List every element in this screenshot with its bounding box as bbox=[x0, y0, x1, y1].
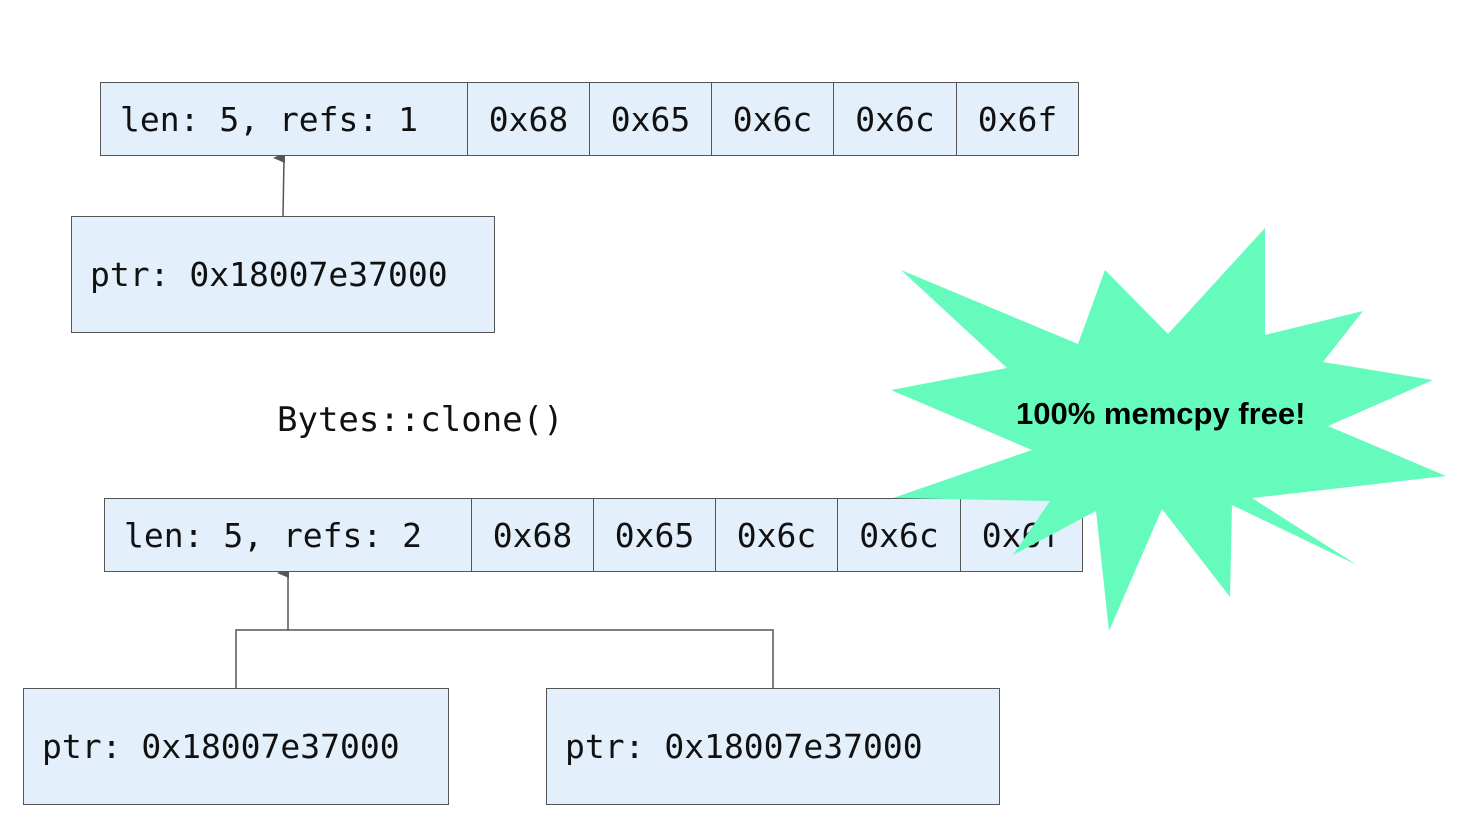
bottom-pointer-text: ptr: 0x18007e37000 bbox=[565, 727, 923, 766]
top-buffer-header-text: len: 5, refs: 1 bbox=[120, 99, 419, 139]
bottom-buffer-header-text: len: 5, refs: 2 bbox=[124, 515, 423, 555]
bottom-buffer-byte: 0x6c bbox=[715, 498, 838, 572]
top-buffer-byte-text: 0x6c bbox=[732, 99, 813, 139]
top-buffer-header: len: 5, refs: 1 bbox=[100, 82, 468, 156]
starburst-shape bbox=[891, 228, 1446, 631]
bottom-buffer-byte: 0x6c bbox=[837, 498, 961, 572]
bottom-pointers-bracket bbox=[235, 629, 774, 689]
top-pointer-text: ptr: 0x18007e37000 bbox=[90, 255, 448, 294]
bottom-buffer-byte-text: 0x65 bbox=[614, 515, 695, 555]
clone-operation-label: Bytes::clone() bbox=[277, 400, 564, 440]
callout-text: 100% memcpy free! bbox=[1016, 396, 1306, 431]
bottom-buffer-byte-text: 0x68 bbox=[492, 515, 573, 555]
bottom-buffer-byte-text: 0x6c bbox=[736, 515, 817, 555]
bottom-pointer-box-left: ptr: 0x18007e37000 bbox=[23, 688, 449, 805]
top-buffer-byte: 0x6c bbox=[711, 82, 834, 156]
top-buffer-byte: 0x6f bbox=[956, 82, 1079, 156]
top-buffer-byte-text: 0x65 bbox=[610, 99, 691, 139]
top-buffer-byte: 0x65 bbox=[589, 82, 712, 156]
bottom-pointer-box-right: ptr: 0x18007e37000 bbox=[546, 688, 1000, 805]
top-pointer-arrow bbox=[273, 153, 286, 218]
bottom-buffer-byte-text: 0x6c bbox=[859, 515, 939, 555]
bottom-pointer-text: ptr: 0x18007e37000 bbox=[42, 727, 400, 766]
top-buffer-byte: 0x6c bbox=[833, 82, 957, 156]
top-pointer-box: ptr: 0x18007e37000 bbox=[71, 216, 495, 333]
top-buffer-byte-text: 0x6f bbox=[977, 99, 1058, 139]
top-buffer-byte-text: 0x6c bbox=[855, 99, 935, 139]
bottom-buffer-byte: 0x65 bbox=[593, 498, 716, 572]
bottom-buffer-header: len: 5, refs: 2 bbox=[104, 498, 472, 572]
top-buffer-byte-text: 0x68 bbox=[488, 99, 569, 139]
